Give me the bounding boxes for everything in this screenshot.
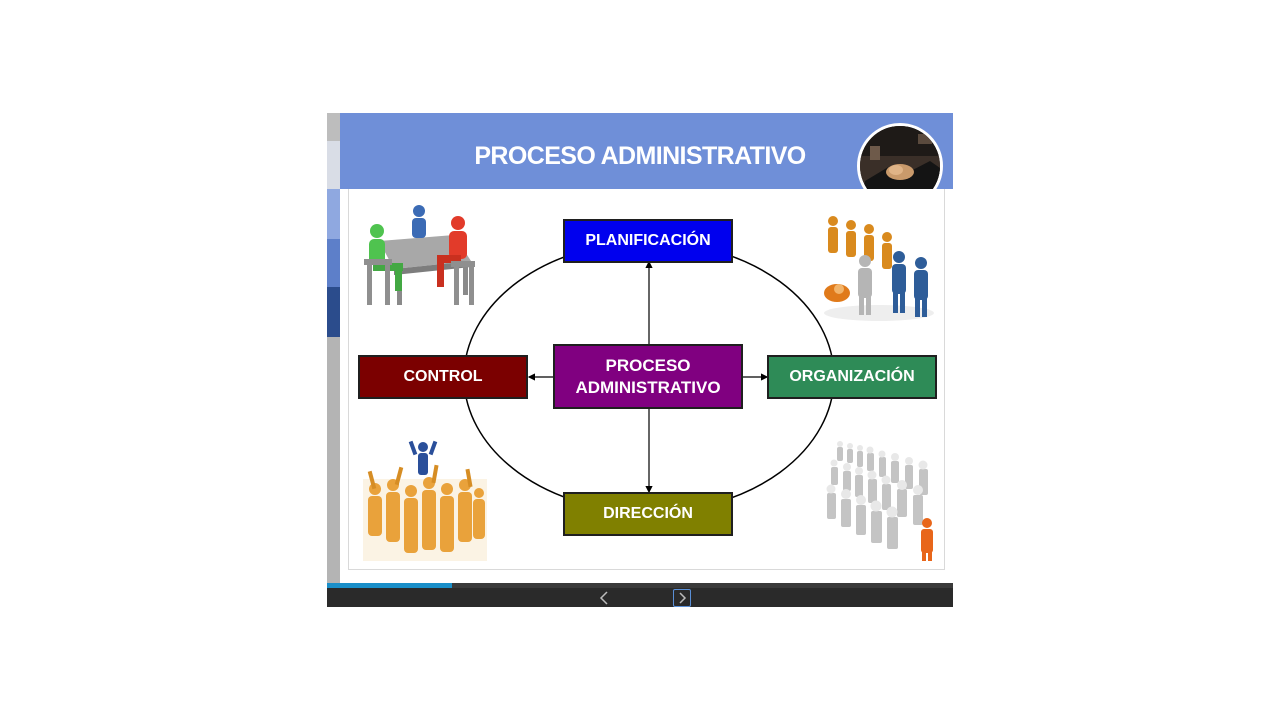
slide-content: PLANIFICACIÓN ORGANIZACIÓN DIRECCIÓN CON…	[348, 189, 945, 570]
center-label-line2: ADMINISTRATIVO	[575, 377, 721, 397]
slide-viewer: PROCESO ADMINISTRATIVO PLAN	[327, 113, 953, 607]
viewer-toolbar	[327, 583, 953, 607]
meeting-figures-icon	[364, 205, 475, 305]
leader-in-crowd-icon	[826, 441, 933, 561]
node-organizacion: ORGANIZACIÓN	[767, 355, 937, 399]
node-control: CONTROL	[358, 355, 528, 399]
node-planificacion-label: PLANIFICACIÓN	[585, 232, 711, 249]
node-planificacion: PLANIFICACIÓN	[563, 219, 733, 263]
slide-title: PROCESO ADMINISTRATIVO	[474, 142, 806, 170]
node-direccion: DIRECCIÓN	[563, 492, 733, 536]
node-control-label: CONTROL	[403, 368, 483, 385]
node-direccion-label: DIRECCIÓN	[603, 505, 693, 522]
center-label-line1: PROCESO	[605, 355, 691, 375]
next-slide-button[interactable]	[673, 589, 691, 607]
cheering-crowd-icon	[363, 440, 487, 561]
prev-slide-button[interactable]	[595, 589, 613, 607]
progress-track[interactable]	[327, 583, 953, 588]
chevron-left-icon	[599, 591, 608, 605]
team-organization-icon	[824, 216, 934, 321]
chevron-right-icon	[679, 592, 687, 604]
node-center: PROCESO ADMINISTRATIVO	[553, 344, 743, 409]
slide-header: PROCESO ADMINISTRATIVO	[340, 113, 953, 189]
progress-fill	[327, 583, 453, 588]
node-organizacion-label: ORGANIZACIÓN	[789, 368, 915, 385]
left-color-strip	[327, 113, 340, 583]
